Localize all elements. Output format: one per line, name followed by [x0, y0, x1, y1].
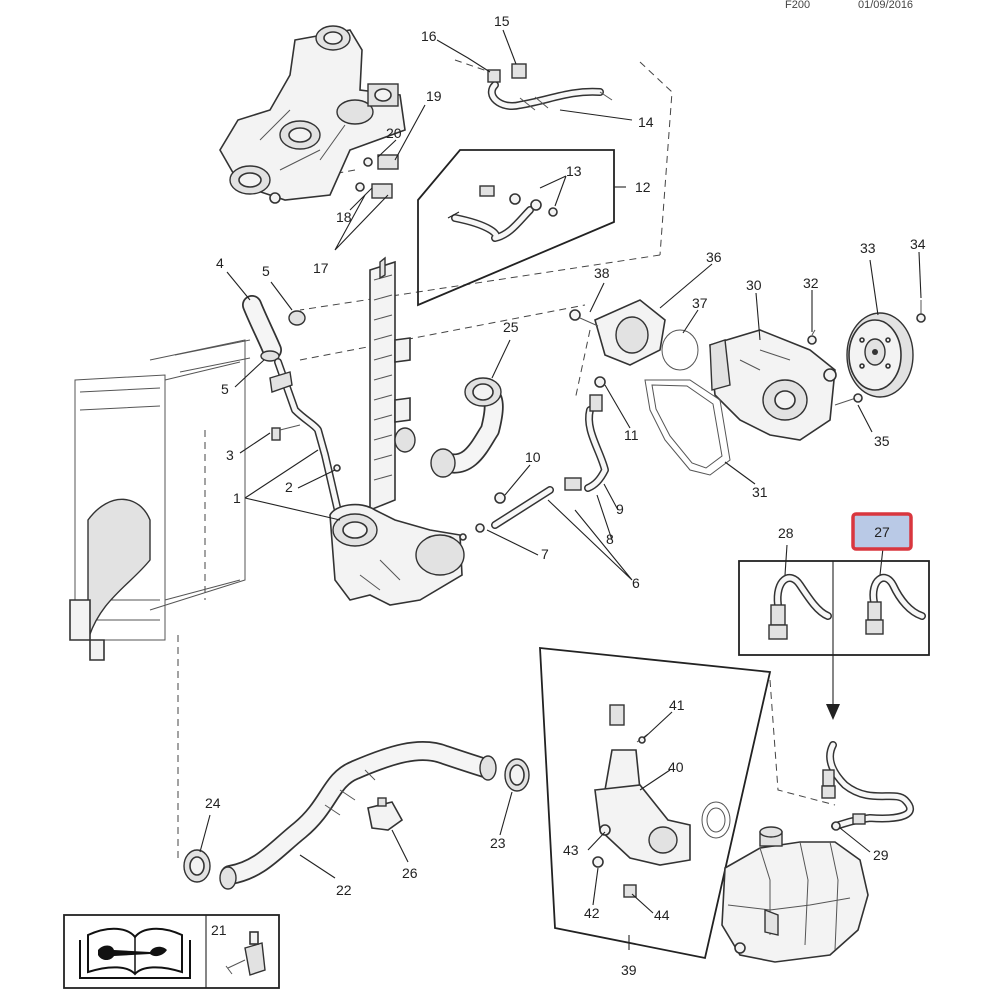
- bleed-pipe-27: [821, 741, 914, 831]
- bypass-pipe: [491, 376, 609, 529]
- callout-28[interactable]: 28: [778, 525, 794, 541]
- arrow-to-pipe-27: [826, 655, 840, 720]
- callout-4[interactable]: 4: [216, 255, 224, 271]
- callout-35[interactable]: 35: [874, 433, 890, 449]
- coolant-reservoir: [721, 826, 869, 963]
- callout-24[interactable]: 24: [205, 795, 221, 811]
- bolt-34: [916, 300, 926, 323]
- callout-6[interactable]: 6: [632, 575, 640, 591]
- callout-29[interactable]: 29: [873, 847, 889, 863]
- bolt-3: [271, 427, 281, 441]
- callout-37[interactable]: 37: [692, 295, 708, 311]
- callout-11[interactable]: 11: [624, 427, 639, 443]
- lower-radiator-hose: [219, 741, 497, 890]
- callout-18[interactable]: 18: [336, 209, 352, 225]
- washer-10: [494, 492, 506, 504]
- callout-3[interactable]: 3: [226, 447, 234, 463]
- legend-box: [63, 914, 280, 989]
- callout-labels: 1 2 3 4 5 5 6 7 8 9 10 11 12 13 14 15 16…: [205, 13, 926, 978]
- hose-14: [487, 63, 613, 111]
- connector-icon: [225, 931, 266, 976]
- callout-17[interactable]: 17: [313, 260, 329, 276]
- service-manual-icon: [79, 927, 191, 979]
- callout-21[interactable]: 21: [211, 922, 227, 938]
- pipe-options-box: [738, 560, 930, 656]
- callout-12[interactable]: 12: [635, 179, 651, 195]
- reference-lines: [177, 59, 836, 860]
- leader-lines: [199, 29, 922, 950]
- fitting-16: [487, 69, 501, 83]
- clamp-5b: [260, 350, 280, 362]
- callout-33[interactable]: 33: [860, 240, 876, 256]
- callout-14[interactable]: 14: [638, 114, 654, 130]
- diagram-code: F200: [785, 0, 810, 11]
- callout-5[interactable]: 5: [262, 263, 270, 279]
- callout-36[interactable]: 36: [706, 249, 722, 265]
- clamp-24: [183, 849, 211, 883]
- callout-26[interactable]: 26: [402, 865, 418, 881]
- callout-10[interactable]: 10: [525, 449, 541, 465]
- callout-30[interactable]: 30: [746, 277, 762, 293]
- callout-19[interactable]: 19: [426, 88, 442, 104]
- callout-44[interactable]: 44: [654, 907, 670, 923]
- callout-32[interactable]: 32: [803, 275, 819, 291]
- callout-8[interactable]: 8: [606, 531, 614, 547]
- callout-43[interactable]: 43: [563, 842, 579, 858]
- thermostat-assembly: [569, 299, 699, 371]
- callout-1[interactable]: 1: [233, 490, 241, 506]
- callout-38[interactable]: 38: [594, 265, 610, 281]
- callout-5-lower[interactable]: 5: [221, 381, 229, 397]
- callout-27-label: 27: [874, 524, 890, 540]
- bolt-35: [834, 393, 863, 406]
- clamp-8: [564, 477, 582, 491]
- group-39: [539, 646, 772, 960]
- diagram-date: 01/09/2016: [858, 0, 913, 11]
- clamp-5: [288, 310, 306, 326]
- intake-manifold: [219, 25, 406, 204]
- upper-radiator-hose: [242, 295, 344, 524]
- fitting-15: [511, 63, 527, 79]
- pulley-33: [846, 312, 914, 398]
- callout-9[interactable]: 9: [616, 501, 624, 517]
- callout-2[interactable]: 2: [285, 479, 293, 495]
- callout-20[interactable]: 20: [386, 125, 402, 141]
- callout-40[interactable]: 40: [668, 759, 684, 775]
- sensor-26: [367, 797, 404, 831]
- sensor-assembly: [355, 154, 399, 199]
- callout-13[interactable]: 13: [566, 163, 582, 179]
- water-pump-housing: [329, 503, 485, 606]
- group-12: [417, 149, 615, 307]
- callout-27-highlight[interactable]: 27: [851, 512, 913, 551]
- callout-15[interactable]: 15: [494, 13, 510, 29]
- bolt-32: [807, 335, 817, 345]
- radiator: [69, 339, 251, 661]
- gasket-31: [644, 379, 731, 476]
- hose-25: [394, 377, 504, 478]
- callout-25[interactable]: 25: [503, 319, 519, 335]
- condenser: [369, 256, 411, 512]
- clip-29: [831, 821, 841, 831]
- callout-39[interactable]: 39: [621, 962, 637, 978]
- connector-11: [589, 394, 603, 412]
- water-pump-30: [709, 329, 837, 441]
- callout-16[interactable]: 16: [421, 28, 437, 44]
- clamp-23: [504, 758, 530, 792]
- callout-23[interactable]: 23: [490, 835, 506, 851]
- callout-41[interactable]: 41: [669, 697, 685, 713]
- callout-34[interactable]: 34: [910, 236, 926, 252]
- callout-22[interactable]: 22: [336, 882, 352, 898]
- callout-31[interactable]: 31: [752, 484, 768, 500]
- callout-42[interactable]: 42: [584, 905, 600, 921]
- callout-7[interactable]: 7: [541, 546, 549, 562]
